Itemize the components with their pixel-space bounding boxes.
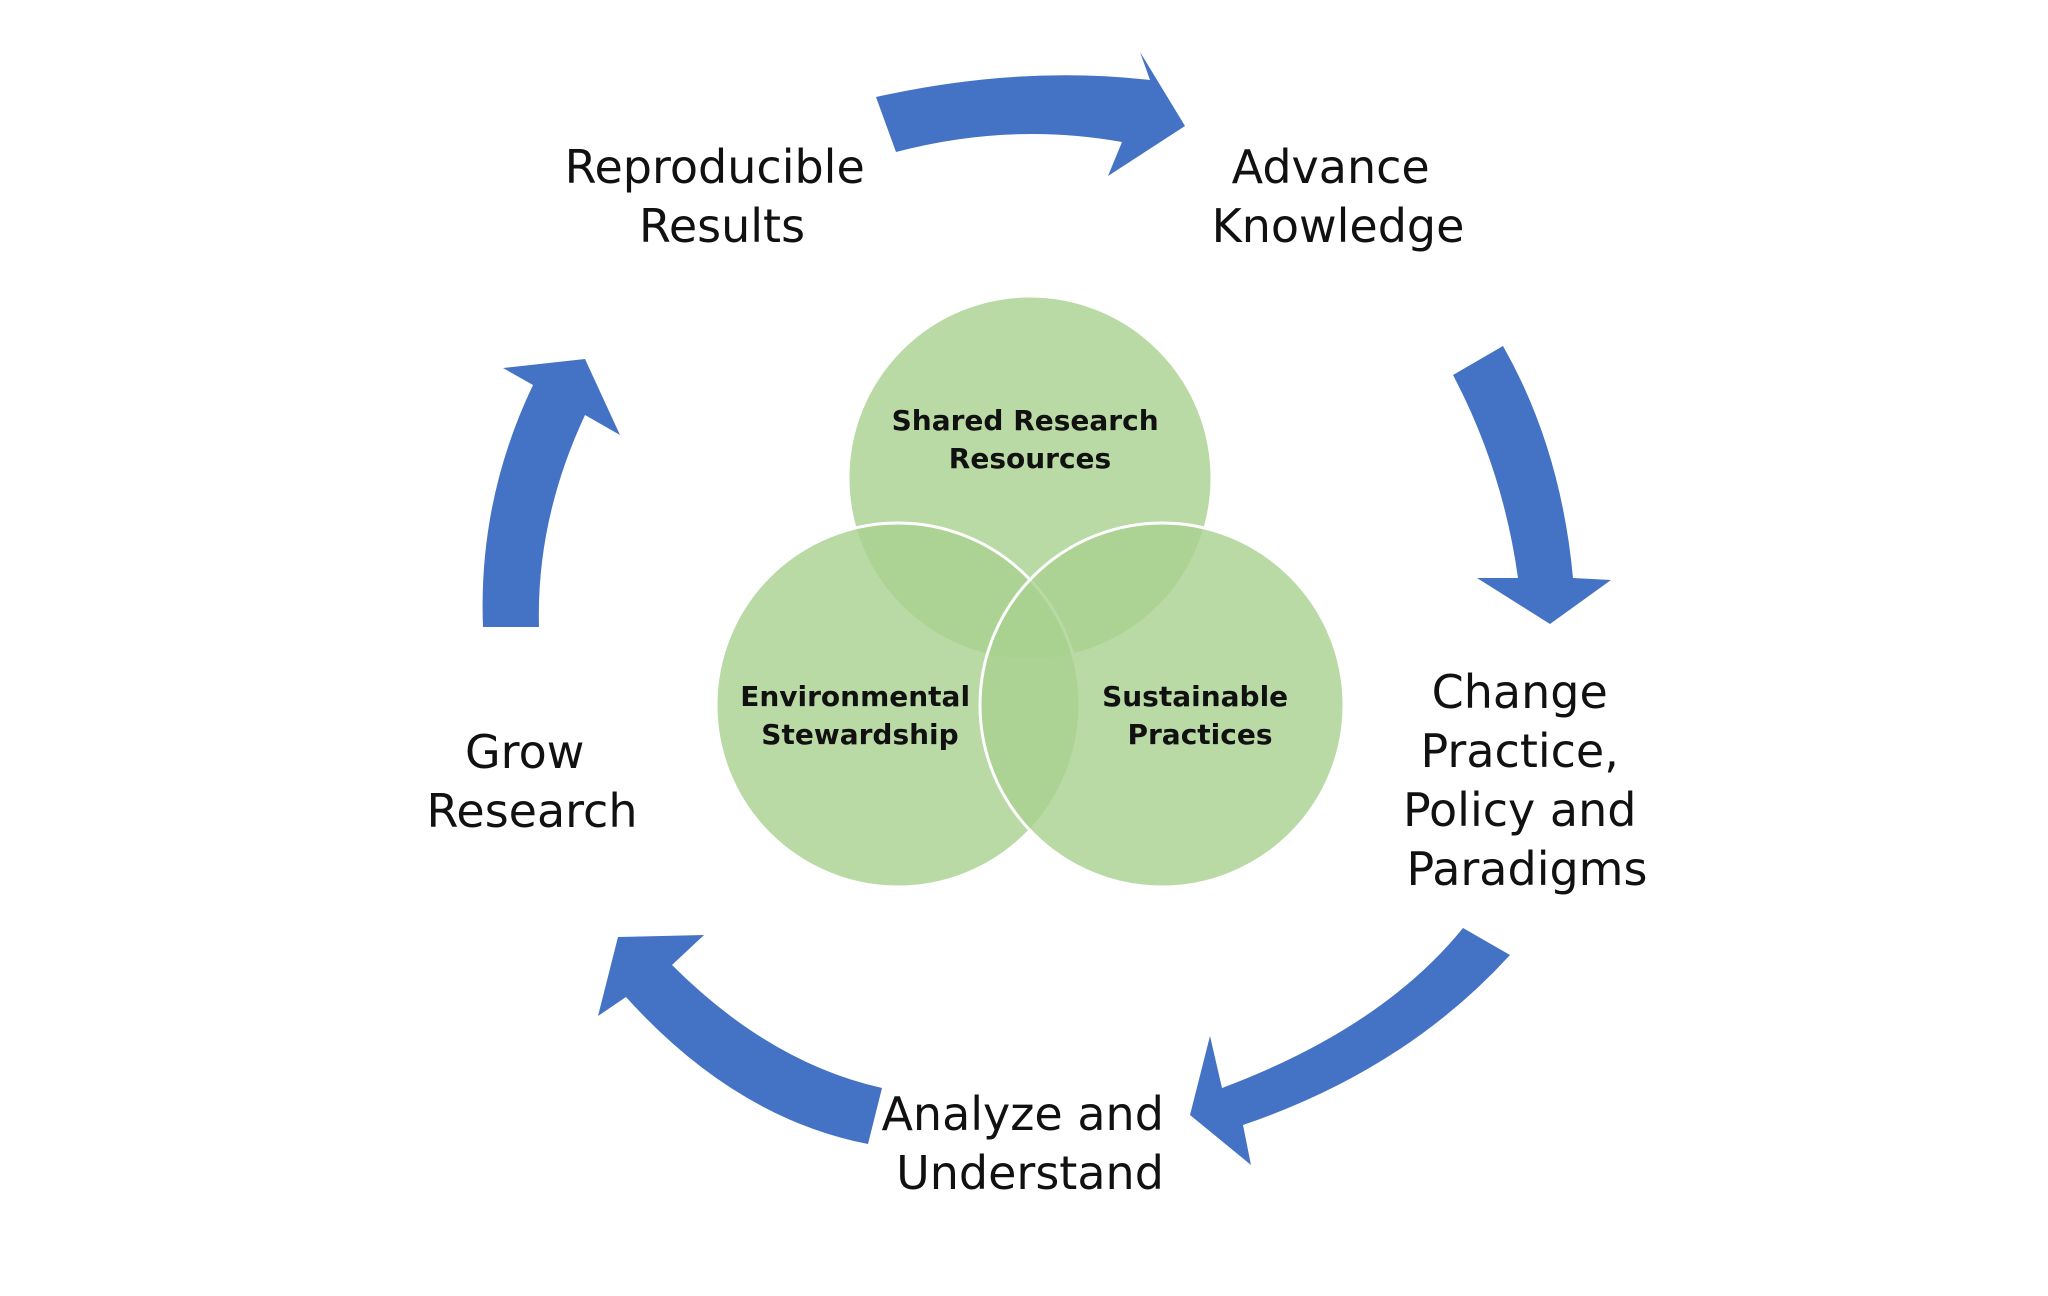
arrow-advance-to-change	[1453, 346, 1611, 624]
venn-diagram	[714, 294, 1346, 889]
venn-labels: Shared Research Resources Environmental …	[740, 404, 1298, 751]
stage-change-practice: Change Practice, Policy and Paradigms	[1403, 665, 1651, 896]
arrow-reproducible-to-advance	[876, 52, 1185, 176]
venn-label-shared-research-resources: Shared Research Resources	[892, 404, 1169, 475]
arrow-grow-to-reproducible	[482, 359, 620, 627]
arrow-change-to-analyze	[1190, 928, 1510, 1165]
stage-analyze-understand: Analyze and Understand	[881, 1087, 1178, 1200]
stage-reproducible-results: Reproducible Results	[565, 140, 880, 253]
stage-grow-research: Grow Research	[427, 725, 638, 838]
stage-advance-knowledge: Advance Knowledge	[1212, 140, 1465, 253]
venn-label-sustainable-practices: Sustainable Practices	[1102, 680, 1298, 751]
venn-label-environmental-stewardship: Environmental Stewardship	[740, 680, 980, 751]
stage-labels: Reproducible Results Advance Knowledge C…	[427, 140, 1651, 1200]
arrow-analyze-to-grow	[598, 935, 882, 1144]
cycle-arrows	[482, 52, 1611, 1165]
venn-circle-right	[978, 521, 1346, 889]
